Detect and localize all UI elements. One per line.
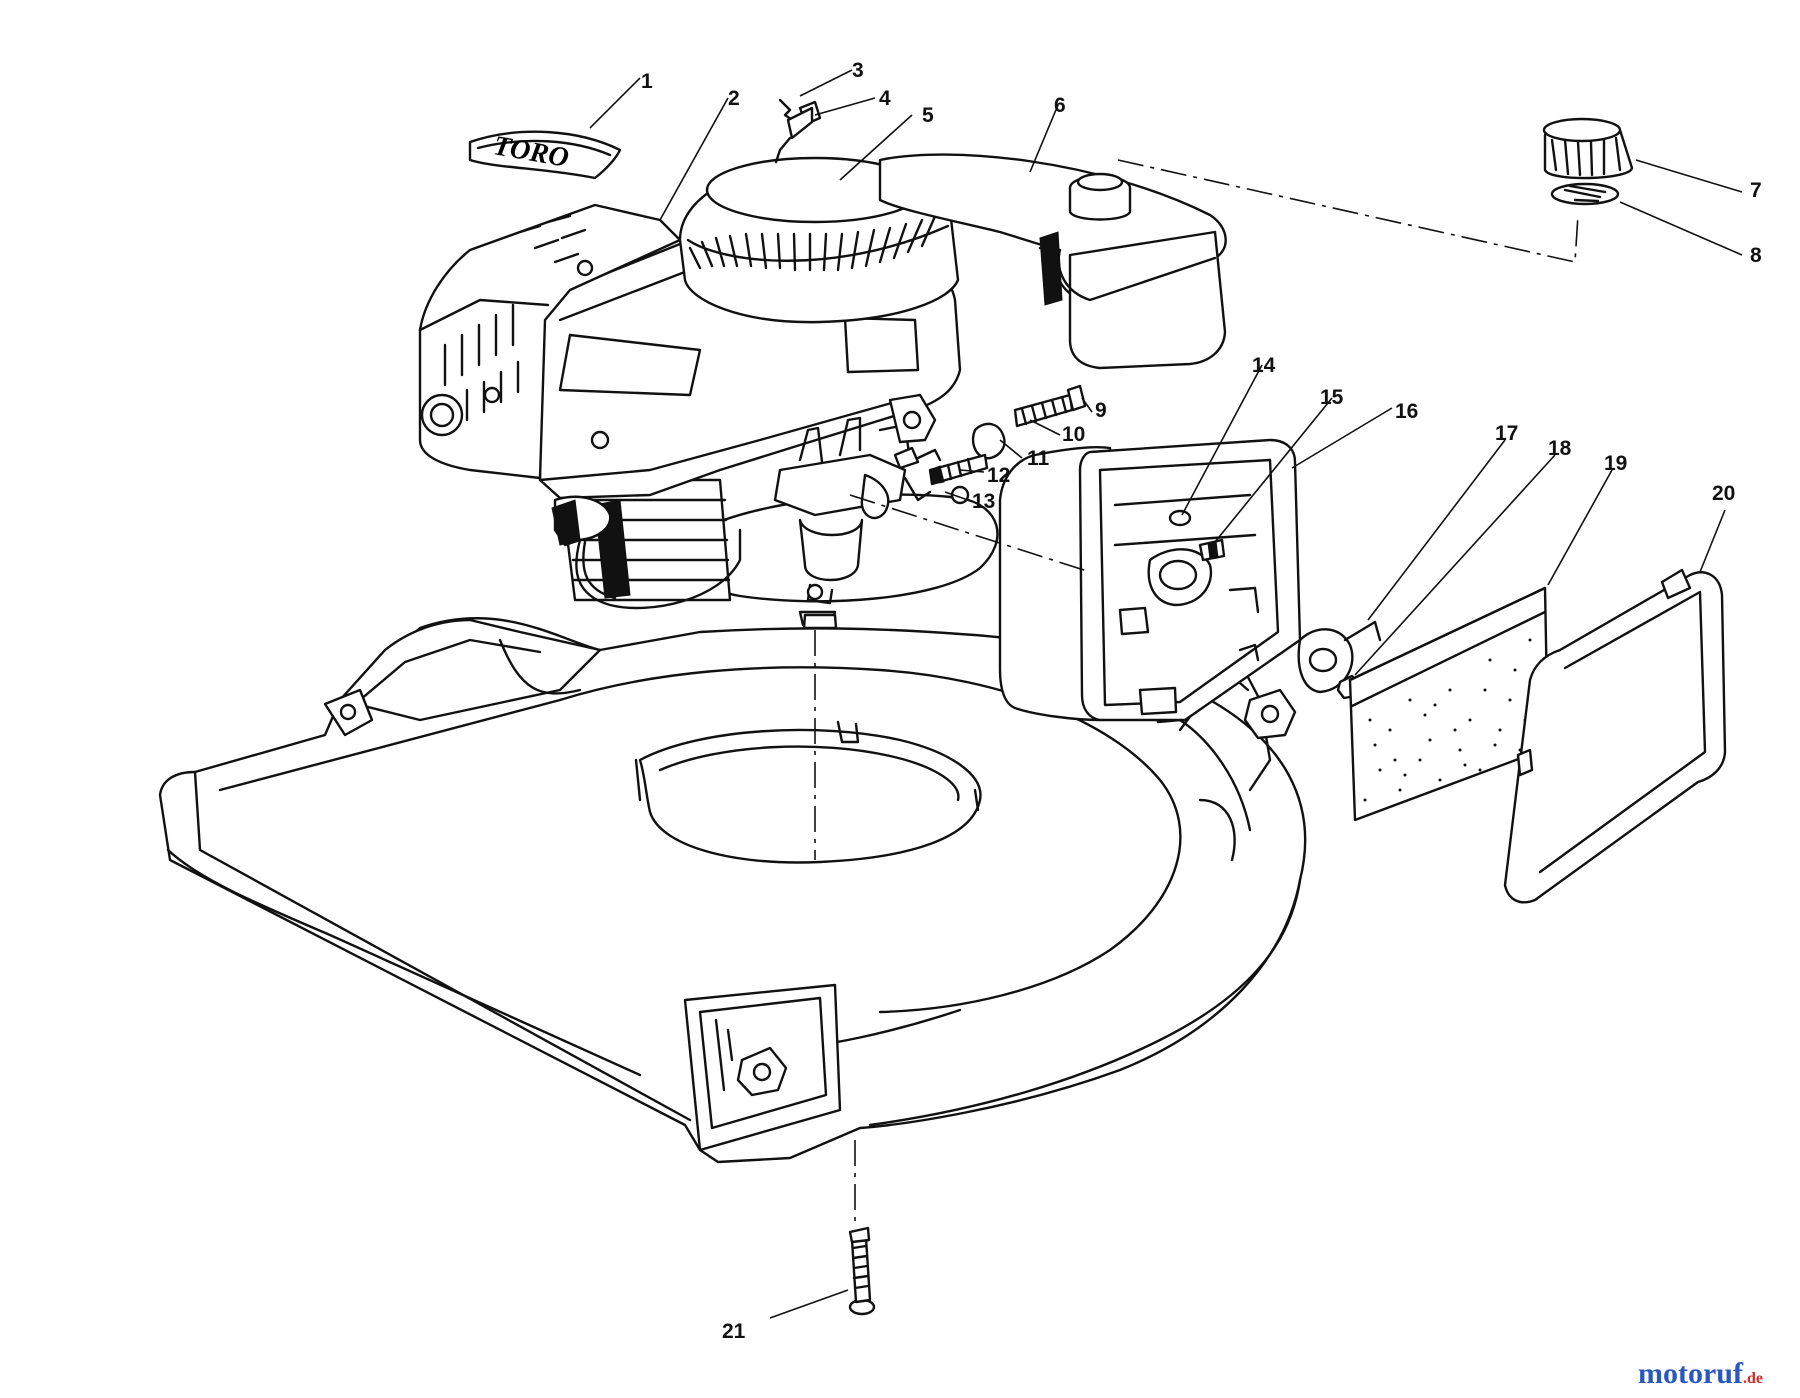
callout-3: 3 xyxy=(852,59,864,82)
mounting-screws xyxy=(928,384,1087,486)
callout-leaders xyxy=(589,69,1743,1319)
callout-21: 21 xyxy=(722,1320,746,1343)
callout-7: 7 xyxy=(1750,179,1762,202)
callout-8: 8 xyxy=(1750,244,1762,267)
callout-13: 13 xyxy=(972,490,995,513)
fuel-filter-screen xyxy=(1550,182,1620,206)
watermark: motoruf.de xyxy=(1638,1357,1763,1390)
callout-5: 5 xyxy=(922,104,934,127)
callout-19: 19 xyxy=(1604,452,1627,475)
callout-17: 17 xyxy=(1495,422,1518,445)
callout-1: 1 xyxy=(641,70,653,93)
callout-15: 15 xyxy=(1320,386,1344,409)
callout-4: 4 xyxy=(879,87,891,110)
watermark-main: motoruf xyxy=(1638,1357,1744,1390)
engine-assembly xyxy=(418,153,1227,630)
callout-20: 20 xyxy=(1712,482,1735,505)
callout-18: 18 xyxy=(1548,437,1572,460)
fuel-tank xyxy=(878,153,1227,370)
foam-texture xyxy=(1363,638,1537,802)
mower-deck xyxy=(158,617,1307,1164)
air-cleaner-assembly xyxy=(998,438,1727,904)
vent-slots xyxy=(443,214,587,432)
toro-emblem: TORO xyxy=(468,130,622,180)
callout-6: 6 xyxy=(1054,94,1066,117)
assembly-center-lines xyxy=(814,159,1579,1225)
svg-text:motoruf.de: motoruf.de xyxy=(1638,1357,1763,1390)
deck-bolt xyxy=(848,1226,876,1316)
callout-12: 12 xyxy=(987,464,1010,487)
callout-9: 9 xyxy=(1095,399,1107,422)
spark-plug-terminal xyxy=(774,98,822,164)
callout-16: 16 xyxy=(1395,400,1418,423)
callout-14: 14 xyxy=(1252,354,1276,377)
fuel-cap xyxy=(1542,117,1634,180)
callout-2: 2 xyxy=(728,87,740,110)
hardware-13 xyxy=(893,446,942,470)
callout-11: 11 xyxy=(1027,447,1050,470)
watermark-tld: .de xyxy=(1743,1370,1763,1387)
callout-labels: 1 2 3 4 5 6 7 8 9 10 11 12 13 14 15 16 1… xyxy=(641,59,1762,1343)
callout-10: 10 xyxy=(1062,423,1085,446)
